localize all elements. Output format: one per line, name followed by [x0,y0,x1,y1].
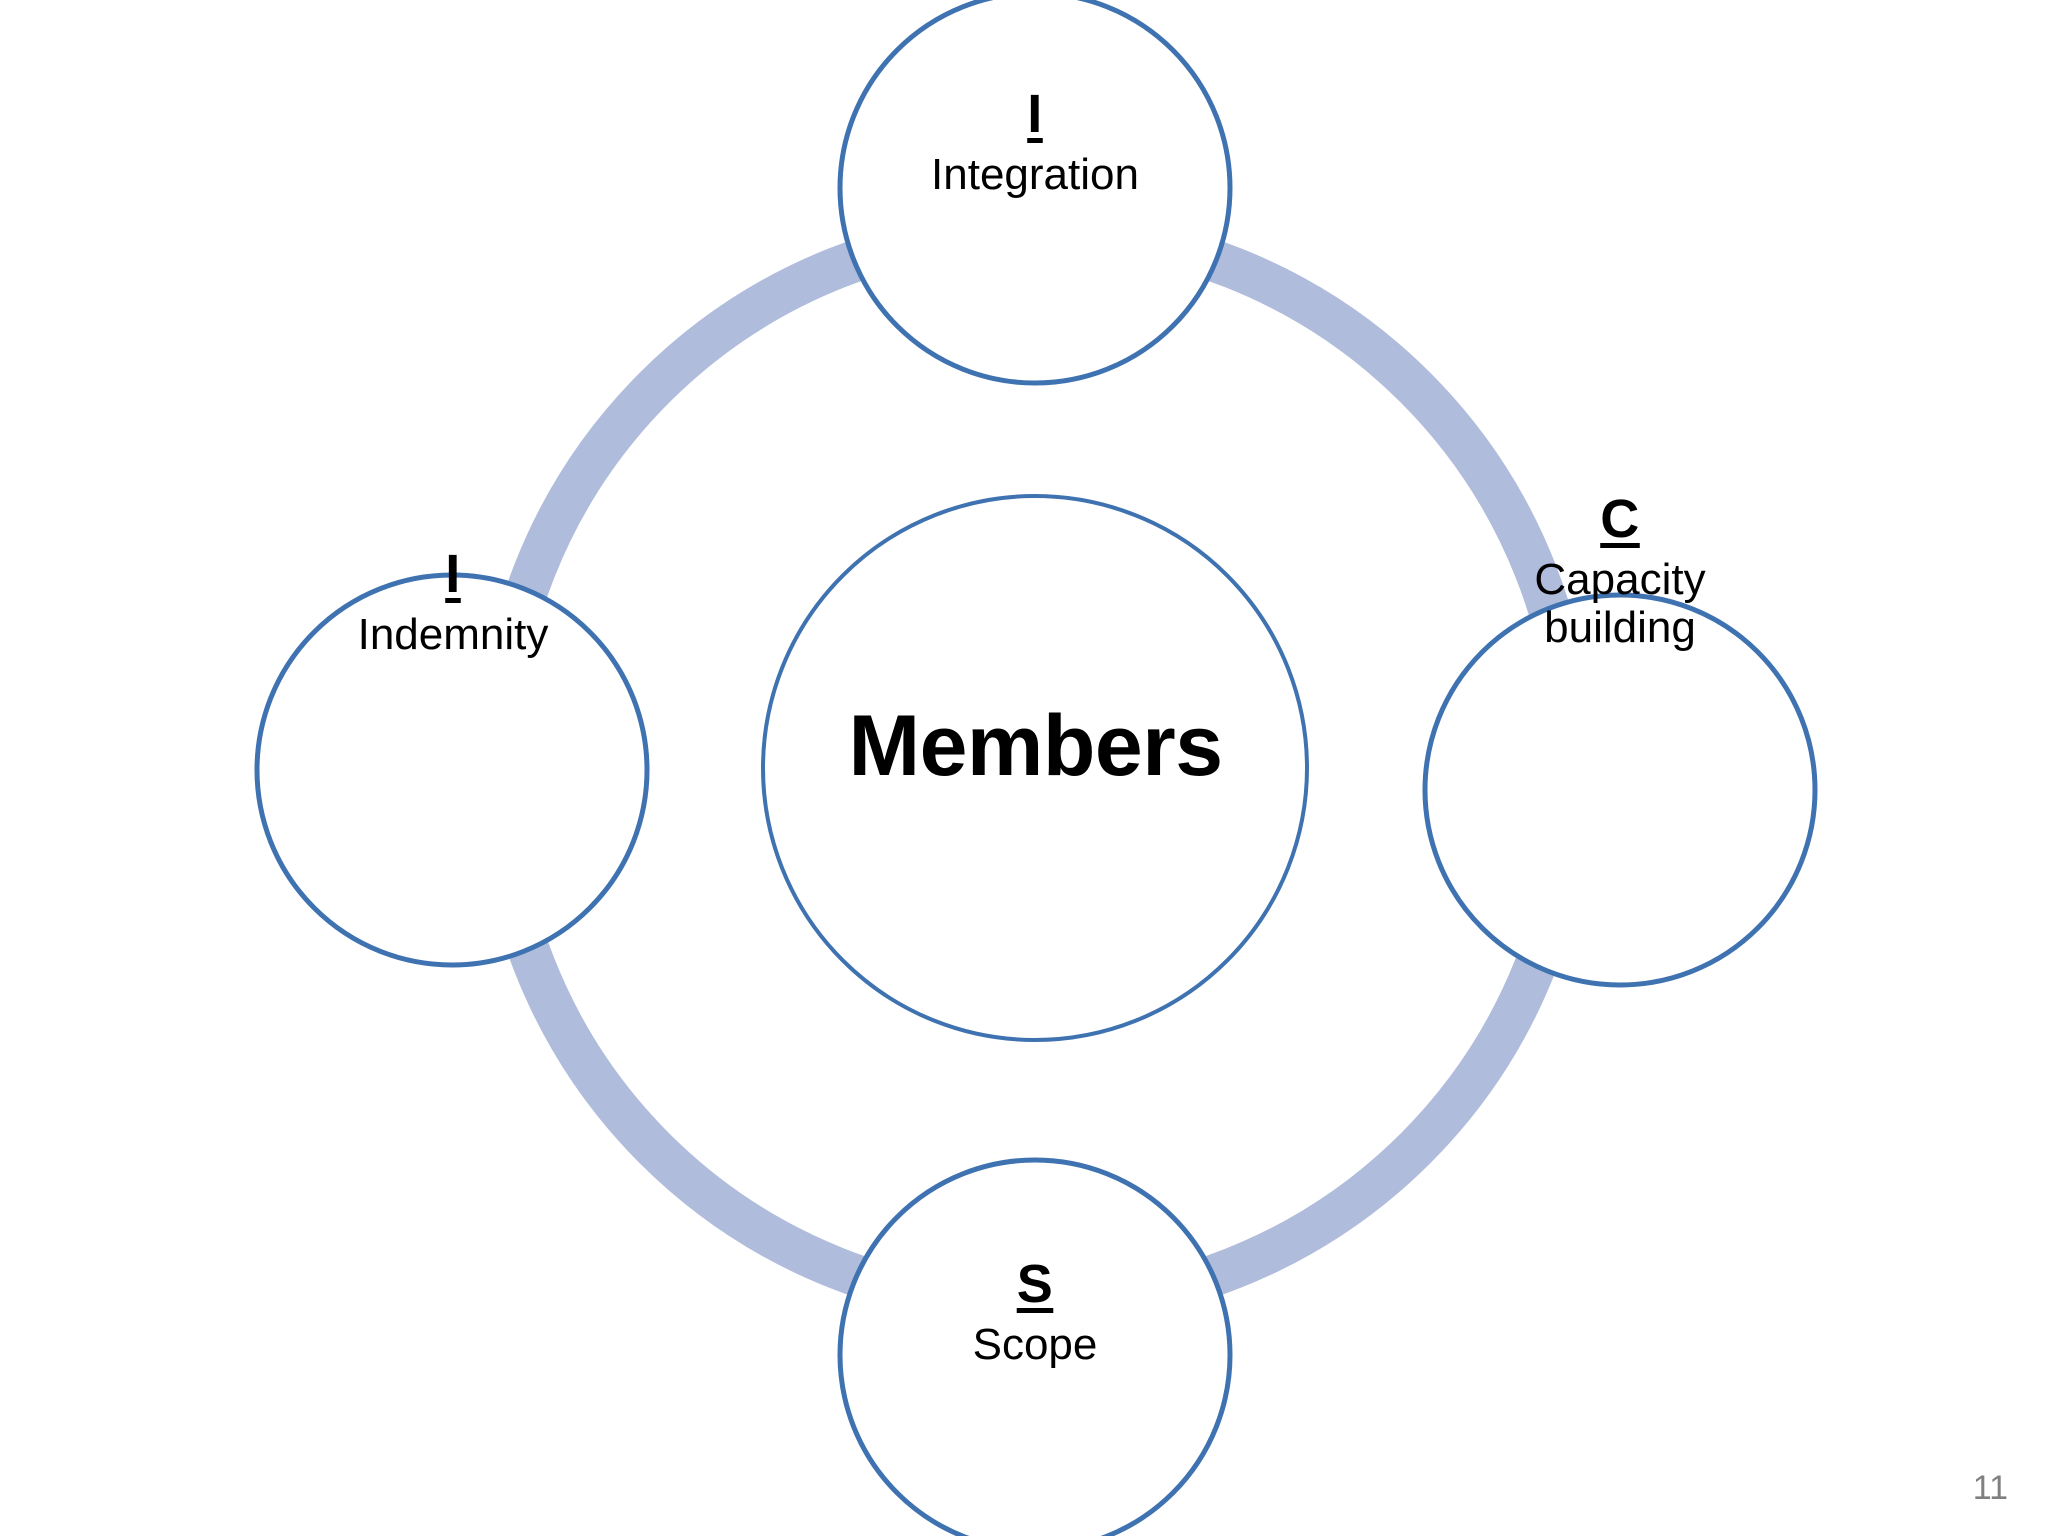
satellite-circle-bottom[interactable] [837,1157,1233,1536]
hub-circle[interactable] [761,494,1309,1042]
satellite-circle-top[interactable] [837,0,1233,386]
page-number: 11 [1972,1469,2008,1507]
satellite-circle-left[interactable] [254,572,650,968]
satellite-circle-right[interactable] [1422,592,1818,988]
